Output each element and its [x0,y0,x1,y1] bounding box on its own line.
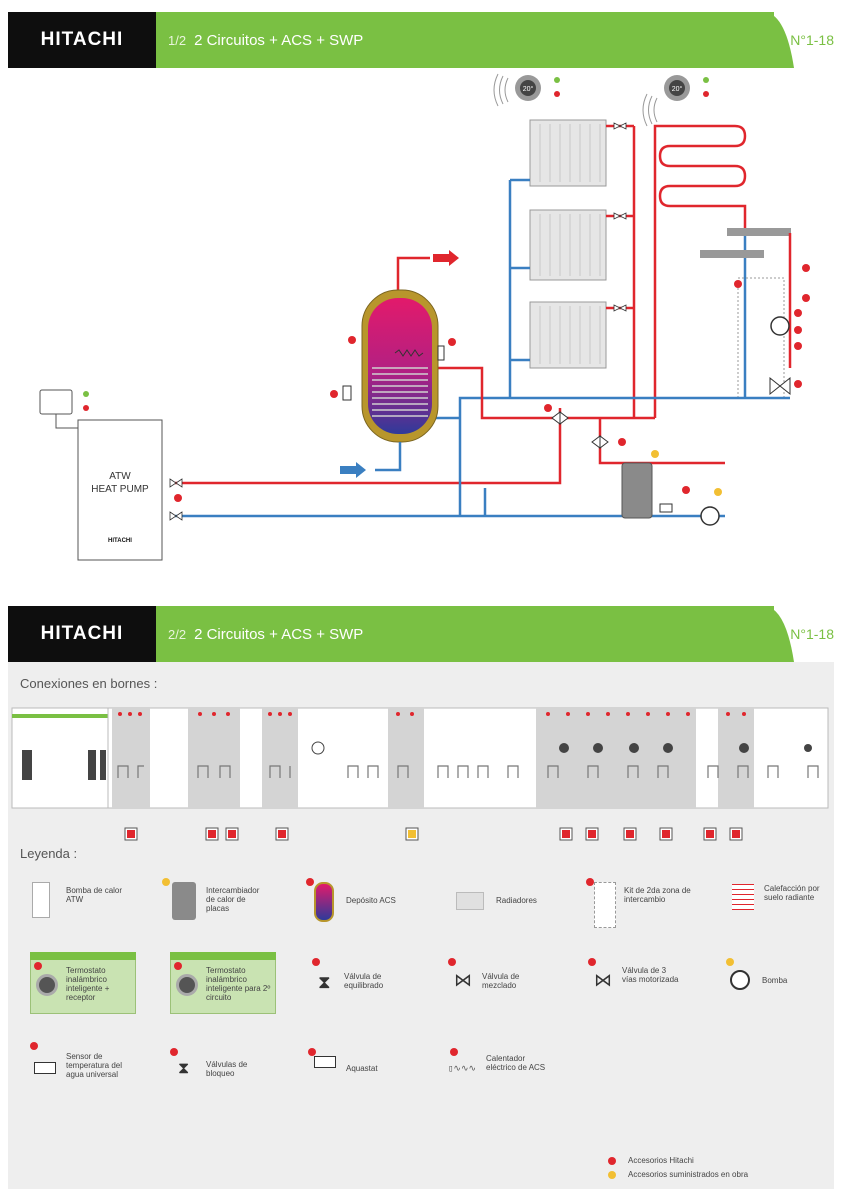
header-title: 1/2 2 Circuitos + ACS + SWP [156,12,774,68]
thermostat-legend-icon [36,974,58,996]
note-label: Accesorios suministrados en obra [628,1170,749,1179]
electric-heater-icon: ▯∿∿∿ [448,1064,477,1074]
legend-label: Bomba [762,976,788,985]
heat-pump-brand: HITACHI [108,538,132,544]
thermostat-2-legend-icon [176,974,198,996]
thermostat-display: 20° [523,85,534,93]
aquastat-icon [314,1056,336,1068]
legend-label: Radiadores [496,896,537,905]
shutoff-valve-icon: ⧗ [178,1058,190,1077]
legend-label: Aquastat [346,1064,378,1073]
legend-label: Depósito ACS [346,896,396,905]
page-number: 1/2 [168,32,187,48]
plate-exchanger-icon [172,882,196,920]
radiator-icon [456,892,484,910]
header-band-top: HITACHI 1/2 2 Circuitos + ACS + SWP N°1-… [8,12,834,68]
legend-label: Sensor de temperatura del agua universal [66,1052,123,1079]
legend-label: Intercambiador de calor de placas [206,886,260,913]
radiator-group [529,119,607,369]
page-number-2: 2/2 [168,626,187,642]
thermostat-icon: 20° [493,73,560,107]
mixing-valve-icon [551,411,569,425]
page-title: 2 Circuitos + ACS + SWP [194,31,364,49]
heat-pump-icon [32,882,50,918]
header-band-bottom: HITACHI 2/2 2 Circuitos + ACS + SWP N°1-… [8,606,834,662]
connections-panel: Conexiones en bornes : [8,662,834,1189]
hydraulic-diagram: 20° 20° [39,73,810,561]
heat-pump-line1: ATW [109,471,131,482]
legend-label: Termostato inalámbrico inteligente + rec… [66,966,110,1002]
terminals-title: Conexiones en bornes : [20,676,158,691]
thermostat-2-icon: 20° [642,75,709,127]
terminal-strip [11,707,829,841]
three-way-valve-icon [591,435,609,449]
balancing-valve-icon: ⧗ [318,972,331,993]
legend-label: Bomba de calor ATW [66,886,123,904]
legend-label: Calefacción por suelo radiante [764,884,820,902]
temp-sensor-icon [34,1062,56,1074]
pump-legend-icon [730,970,750,990]
three-way-valve-legend-icon: ⋈ [594,970,612,991]
brand-logo: HITACHI [8,12,156,68]
dhw-tank-icon [314,882,334,922]
thermostat-2-display: 20° [672,85,683,93]
second-zone-kit-icon [594,882,616,928]
header-title-2: 2/2 2 Circuitos + ACS + SWP [156,606,774,662]
legend-label: Kit de 2da zona de intercambio [624,886,691,904]
underfloor-icon [732,884,754,910]
header-curve-shape-2 [754,606,794,662]
receiver-icon [39,389,73,415]
legend-label: Termostato inalámbrico inteligente para … [206,966,271,1002]
heat-pump-unit [77,419,163,561]
heat-pump-line2: HEAT PUMP [91,484,149,495]
sheet-code: N°1-18 [790,32,834,48]
legend-label: Válvulas de bloqueo [206,1060,248,1078]
legend-label: Válvula de mezclado [482,972,520,990]
legend-label: Válvula de equilibrado [344,972,384,990]
pump-icon [700,506,720,526]
page-title-2: 2 Circuitos + ACS + SWP [194,625,364,643]
sheet-code-2: N°1-18 [790,626,834,642]
note-label: Accesorios Hitachi [628,1156,694,1165]
heat-pump-label: ATW HEAT PUMP [78,470,162,496]
mixing-valve-legend-icon: ⋈ [454,970,472,991]
legend-title: Leyenda : [20,846,78,861]
legend-label: Válvula de 3 vías motorizada [622,966,679,984]
brand-logo-2: HITACHI [8,606,156,662]
plate-heat-exchanger [621,462,653,519]
legend-label: Calentador eléctrico de ACS [486,1054,546,1072]
header-curve-shape [754,12,794,68]
